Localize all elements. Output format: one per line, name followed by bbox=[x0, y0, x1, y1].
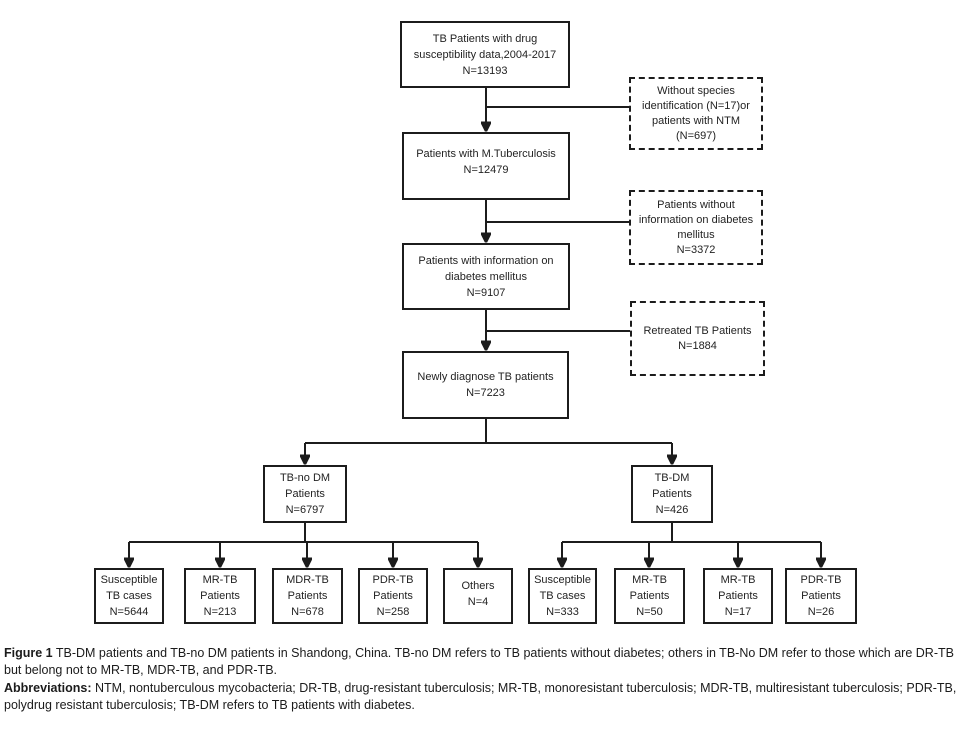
caption-abbreviations: Abbreviations: NTM, nontuberculous mycob… bbox=[4, 680, 969, 715]
node-text-line: Patients bbox=[718, 590, 758, 602]
node-text-line: N=1884 bbox=[678, 339, 717, 352]
node-text-line: Susceptible bbox=[100, 574, 158, 586]
node-text-line: N=17 bbox=[724, 606, 752, 618]
node-text-line: N=3372 bbox=[676, 243, 716, 256]
node-excluded-species-ntm: Without species identification (N=17)or pa… bbox=[629, 77, 763, 150]
node-text-line: Patients bbox=[285, 488, 325, 500]
node-text-line: N=333 bbox=[546, 606, 579, 618]
node-text-line: Patients bbox=[652, 488, 692, 500]
node-text-line: N=258 bbox=[376, 606, 410, 618]
node-text-line: N=26 bbox=[807, 606, 835, 618]
node-text-line: Patients bbox=[200, 590, 240, 602]
node-text-line: N=13193 bbox=[462, 64, 508, 77]
node-text-line: MR-TB bbox=[720, 574, 756, 586]
node-text-line: Patients without bbox=[657, 198, 735, 211]
node-text-line: TB Patients with drug bbox=[432, 32, 538, 45]
node-text-line: Patients bbox=[629, 590, 670, 602]
node-text-line: TB-no DM bbox=[279, 472, 331, 484]
caption-figure-label: Figure 1 bbox=[4, 646, 53, 660]
node-text-line: MR-TB bbox=[202, 574, 238, 586]
node-text-line: Patients with M.Tuberculosis bbox=[416, 148, 556, 160]
node-tb-patients-total: TB Patients with drug susceptibility data… bbox=[400, 21, 570, 88]
caption-figure-text: TB-DM patients and TB-no DM patients in … bbox=[4, 646, 954, 678]
node-text-line: MR-TB bbox=[632, 574, 667, 586]
node-excluded-no-dm-info: Patients without information on diabetes m… bbox=[629, 190, 763, 265]
node-text-line: (N=697) bbox=[675, 129, 717, 142]
caption-main: Figure 1 TB-DM patients and TB-no DM pat… bbox=[4, 645, 969, 680]
node-text-line: TB cases bbox=[539, 590, 586, 602]
node-text-line: identification (N=17)or bbox=[642, 99, 750, 112]
node-text-line: Without species bbox=[657, 84, 735, 97]
node-text-line: N=7223 bbox=[466, 387, 505, 399]
node-text-line: N=213 bbox=[203, 606, 237, 618]
node-text-line: PDR-TB bbox=[372, 574, 414, 586]
figure-caption: Figure 1 TB-DM patients and TB-no DM pat… bbox=[4, 645, 969, 715]
node-text-line: N=4 bbox=[467, 596, 489, 608]
node-text-line: N=426 bbox=[655, 504, 689, 516]
node-text-line: information on diabetes bbox=[638, 213, 754, 226]
node-text-line: N=12479 bbox=[463, 164, 509, 176]
node-text-line: N=678 bbox=[291, 606, 324, 618]
node-dm-info-patients: Patients with information on diabetes mel… bbox=[402, 243, 570, 310]
caption-abbrev-label: Abbreviations: bbox=[4, 680, 92, 695]
node-text-line: Retreated TB Patients bbox=[643, 324, 752, 337]
node-text-line: Patients bbox=[287, 590, 328, 602]
node-text-line: Patients bbox=[373, 590, 413, 602]
node-text-line: TB-DM bbox=[654, 472, 690, 484]
node-text-line: mellitus bbox=[677, 228, 715, 241]
node-text-line: Susceptible bbox=[534, 574, 591, 586]
node-text-line: MDR-TB bbox=[286, 574, 329, 586]
node-text-line: Patients bbox=[801, 590, 841, 602]
node-text-line: N=6797 bbox=[285, 504, 325, 516]
node-text-line: patients with NTM bbox=[651, 114, 741, 127]
caption-abbrev-text: NTM, nontuberculous mycobacteria; DR-TB,… bbox=[4, 680, 957, 713]
node-text-line: Others bbox=[461, 580, 495, 592]
node-text-line: N=5644 bbox=[109, 606, 149, 618]
connector-lines bbox=[129, 106, 821, 543]
node-text-line: Newly diagnose TB patients bbox=[417, 371, 554, 383]
node-text-line: TB cases bbox=[106, 590, 152, 602]
node-text-line: PDR-TB bbox=[800, 574, 842, 586]
node-text-line: diabetes mellitus bbox=[445, 270, 527, 283]
node-text-line: susceptibility data,2004-2017 bbox=[413, 48, 557, 61]
node-text-line: Patients with information on bbox=[418, 254, 554, 267]
node-text-line: N=9107 bbox=[466, 286, 506, 299]
node-text-line: N=50 bbox=[636, 606, 663, 618]
